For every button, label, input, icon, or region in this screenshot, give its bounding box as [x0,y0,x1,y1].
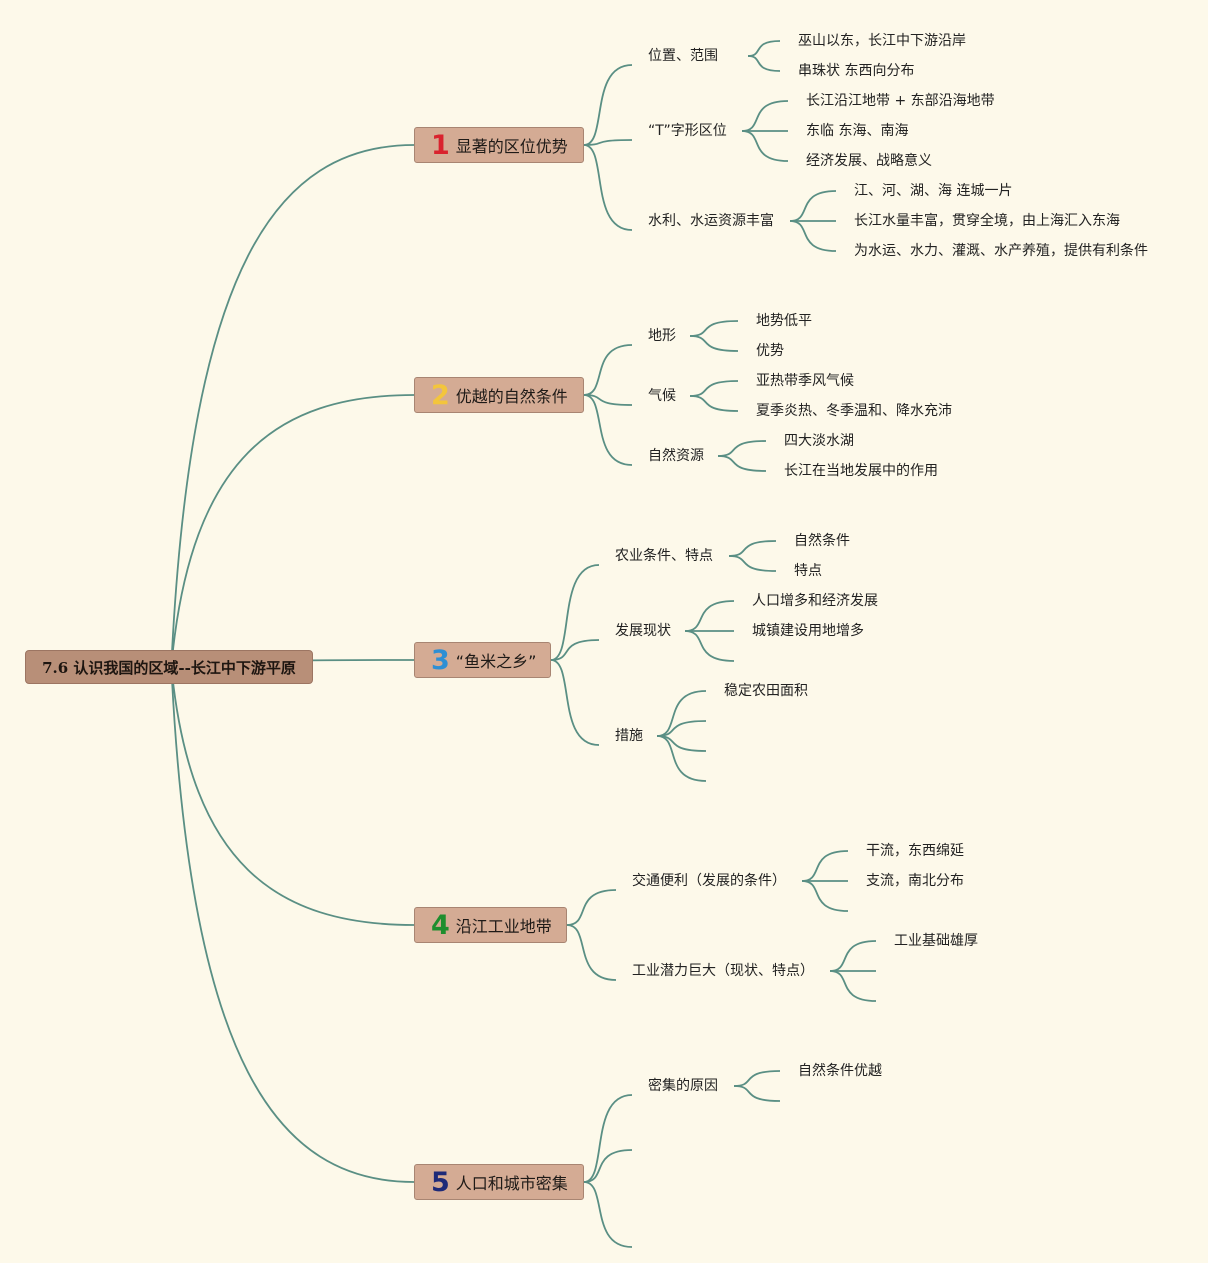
leaf-node[interactable]: 地势低平 [756,313,812,329]
topic-5-sub-2-link [583,1149,633,1183]
leaf-node[interactable]: 工业基础雄厚 [894,933,978,949]
leaf-node[interactable]: 夏季炎热、冬季温和、降水充沛 [756,403,952,419]
subtopic-node[interactable]: 工业潜力巨大（现状、特点） [632,963,814,979]
leaf-node[interactable]: 亚热带季风气候 [756,373,854,389]
topic-label: 显著的区位优势 [455,137,568,156]
topic-1-sub-3-leaf-3-link [789,220,837,252]
topic-number-badge: 2 [431,379,450,411]
subtopic-node[interactable]: 自然资源 [648,448,704,464]
subtopic-node[interactable]: 密集的原因 [648,1078,718,1094]
topic-4-sub-1-link [566,889,617,926]
topic-3-sub-2-link [550,639,600,661]
topic-label: “鱼米之乡” [455,652,537,671]
topic-3-sub-1-leaf-1-link [728,540,777,557]
topic-1-sub-2-link [583,139,633,146]
root-to-topic-5-link [171,679,415,1183]
topic-3[interactable]: 3 “鱼米之乡” [414,642,551,678]
topic-2-sub-1-leaf-2-link [689,335,739,352]
leaf-node[interactable]: 人口增多和经济发展 [752,593,878,609]
topic-2-sub-3-link [583,394,633,466]
topic-2[interactable]: 2 优越的自然条件 [414,377,584,413]
topic-2-sub-2-leaf-2-link [689,395,739,412]
topic-1[interactable]: 1 显著的区位优势 [414,127,584,163]
topic-number-badge: 3 [431,644,450,676]
topic-3-sub-3-leaf-4-link [656,735,707,782]
leaf-node[interactable]: 四大淡水湖 [784,433,854,449]
subtopic-node[interactable]: “T”字形区位 [648,123,727,139]
subtopic-node[interactable]: 交通便利（发展的条件） [632,873,786,889]
leaf-node[interactable]: 城镇建设用地增多 [752,623,864,639]
topic-2-sub-2-leaf-1-link [689,380,739,397]
topic-1-sub-3-leaf-1-link [789,190,837,222]
root-to-topic-1-link [171,144,415,653]
topic-2-sub-1-leaf-1-link [689,320,739,337]
subtopic-node[interactable]: 农业条件、特点 [615,548,713,564]
topic-1-sub-1-leaf-2-link [747,55,781,72]
leaf-node[interactable]: 巫山以东，长江中下游沿岸 [798,33,966,49]
topic-1-sub-1-link [583,64,633,146]
topic-label: 沿江工业地带 [455,917,552,936]
topic-4-sub-2-leaf-3-link [829,970,877,1002]
leaf-node[interactable]: 长江水量丰富，贯穿全境，由上海汇入东海 [854,213,1120,229]
leaf-node[interactable]: 特点 [794,563,822,579]
topic-number-badge: 4 [431,909,450,941]
leaf-node[interactable]: 自然条件优越 [798,1063,882,1079]
topic-4[interactable]: 4 沿江工业地带 [414,907,567,943]
leaf-node[interactable]: 经济发展、战略意义 [806,153,932,169]
topic-4-sub-2-link [566,924,617,981]
topic-2-sub-3-leaf-2-link [717,455,767,472]
topic-2-sub-1-link [583,344,633,396]
topic-1-sub-2-leaf-1-link [741,100,789,132]
leaf-node[interactable]: 串珠状 东西向分布 [798,63,915,79]
leaf-node[interactable]: 支流，南北分布 [866,873,964,889]
topic-5-sub-1-leaf-1-link [733,1070,781,1087]
leaf-node[interactable]: 东临 东海、南海 [806,123,909,139]
subtopic-node[interactable]: 地形 [648,328,676,344]
topic-number-badge: 1 [431,129,450,161]
topic-5-sub-1-link [583,1094,633,1183]
topic-3-sub-2-leaf-3-link [684,630,735,662]
topic-3-sub-1-link [550,564,600,661]
subtopic-node[interactable]: 水利、水运资源丰富 [648,213,774,229]
topic-1-sub-3-link [583,144,633,231]
leaf-node[interactable]: 自然条件 [794,533,850,549]
topic-5[interactable]: 5 人口和城市密集 [414,1164,584,1200]
topic-5-sub-1-leaf-2-link [733,1085,781,1102]
subtopic-node[interactable]: 气候 [648,388,676,404]
leaf-node[interactable]: 长江沿江地带 + 东部沿海地带 [806,93,995,109]
topic-label: 优越的自然条件 [455,387,568,406]
topic-3-sub-2-leaf-1-link [684,600,735,632]
leaf-node[interactable]: 稳定农田面积 [724,683,808,699]
topic-3-sub-3-link [550,659,600,746]
subtopic-node[interactable]: 发展现状 [615,623,671,639]
topic-number-badge: 5 [431,1166,450,1198]
topic-1-sub-1-leaf-1-link [747,40,781,57]
leaf-node[interactable]: 为水运、水力、灌溉、水产养殖，提供有利条件 [854,243,1148,259]
topic-3-sub-1-leaf-2-link [728,555,777,572]
leaf-node[interactable]: 长江在当地发展中的作用 [784,463,938,479]
topic-4-sub-1-leaf-3-link [801,880,849,912]
topic-4-sub-1-leaf-1-link [801,850,849,882]
subtopic-node[interactable]: 措施 [615,728,643,744]
topic-5-sub-3-link [583,1181,633,1248]
topic-2-sub-3-leaf-1-link [717,440,767,457]
topic-1-sub-2-leaf-3-link [741,130,789,162]
leaf-node[interactable]: 江、河、湖、海 连城一片 [854,183,1013,199]
root-to-topic-2-link [171,394,415,660]
root-to-topic-4-link [171,672,415,926]
leaf-node[interactable]: 干流，东西绵延 [866,843,964,859]
subtopic-node[interactable]: 位置、范围 [648,48,718,64]
topic-4-sub-2-leaf-1-link [829,940,877,972]
topic-label: 人口和城市密集 [455,1174,568,1193]
topic-3-sub-3-leaf-1-link [656,690,707,737]
root-node[interactable]: 7.6 认识我国的区域--长江中下游平原 [25,650,313,684]
leaf-node[interactable]: 优势 [756,343,784,359]
topic-2-sub-2-link [583,394,633,406]
